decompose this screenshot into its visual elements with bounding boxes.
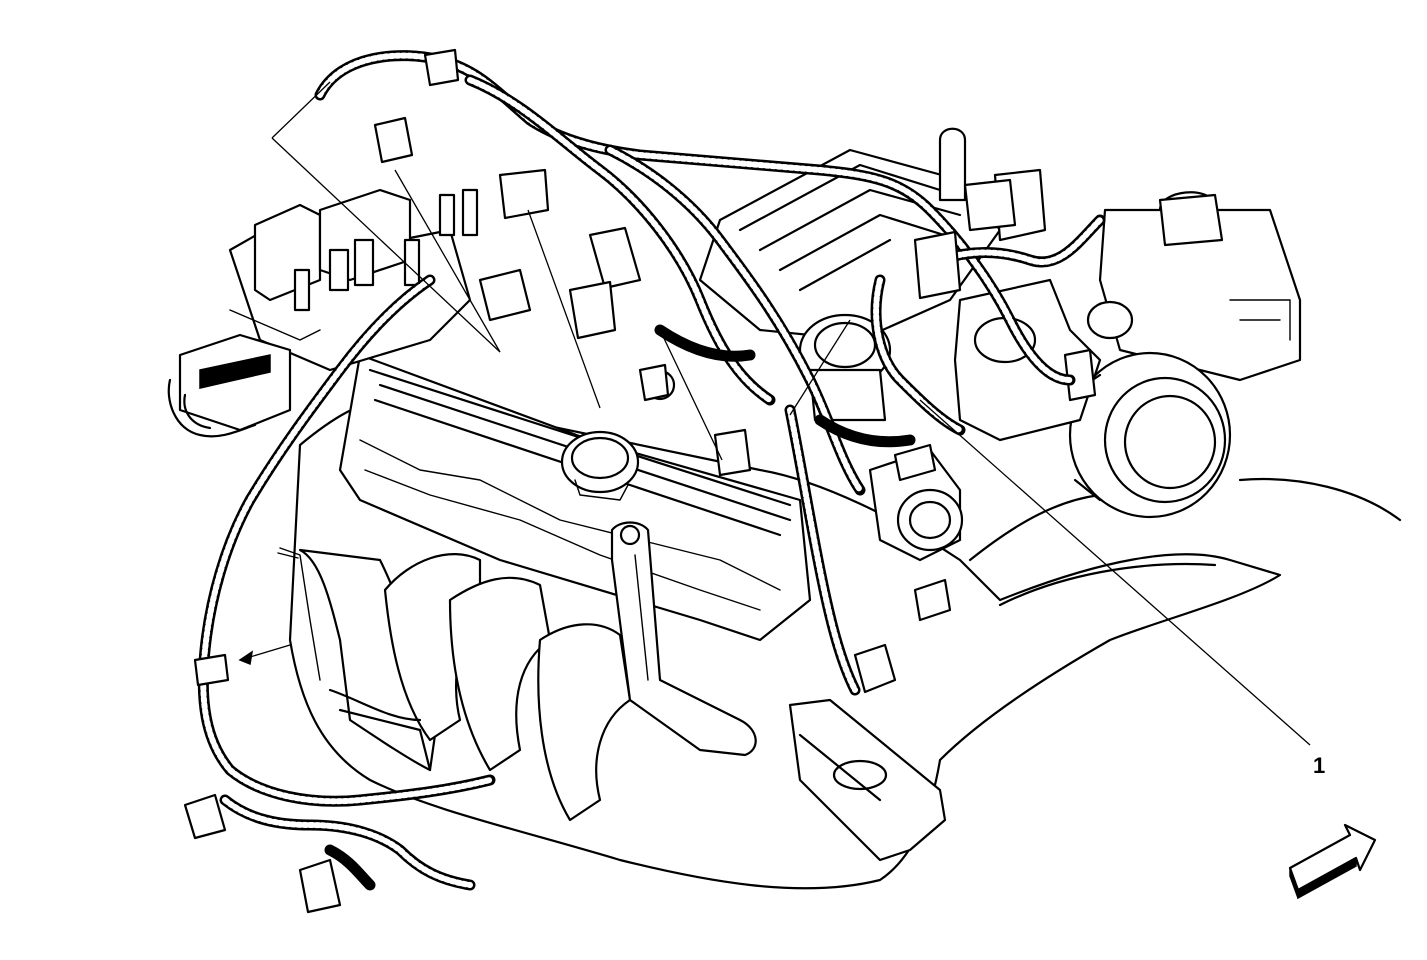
exhaust-flange bbox=[788, 698, 947, 862]
ignition-coil-pack bbox=[228, 188, 479, 372]
front-direction-arrow-icon bbox=[1288, 823, 1377, 900]
thermostat-housing bbox=[868, 443, 964, 562]
callout-label-1: 1 bbox=[1313, 753, 1325, 778]
leader-line-top-left bbox=[271, 81, 331, 139]
harness-connectors bbox=[183, 48, 1017, 914]
throttle-body bbox=[1068, 351, 1232, 519]
main-harness-connector bbox=[167, 333, 292, 438]
leader-line-callout-1 bbox=[919, 399, 1311, 746]
engine-lift-bracket bbox=[610, 521, 757, 757]
egr-valve bbox=[798, 313, 892, 422]
exhaust-manifold bbox=[277, 547, 632, 822]
valve-cover bbox=[338, 353, 812, 642]
callout-leader-lines bbox=[238, 81, 1311, 746]
